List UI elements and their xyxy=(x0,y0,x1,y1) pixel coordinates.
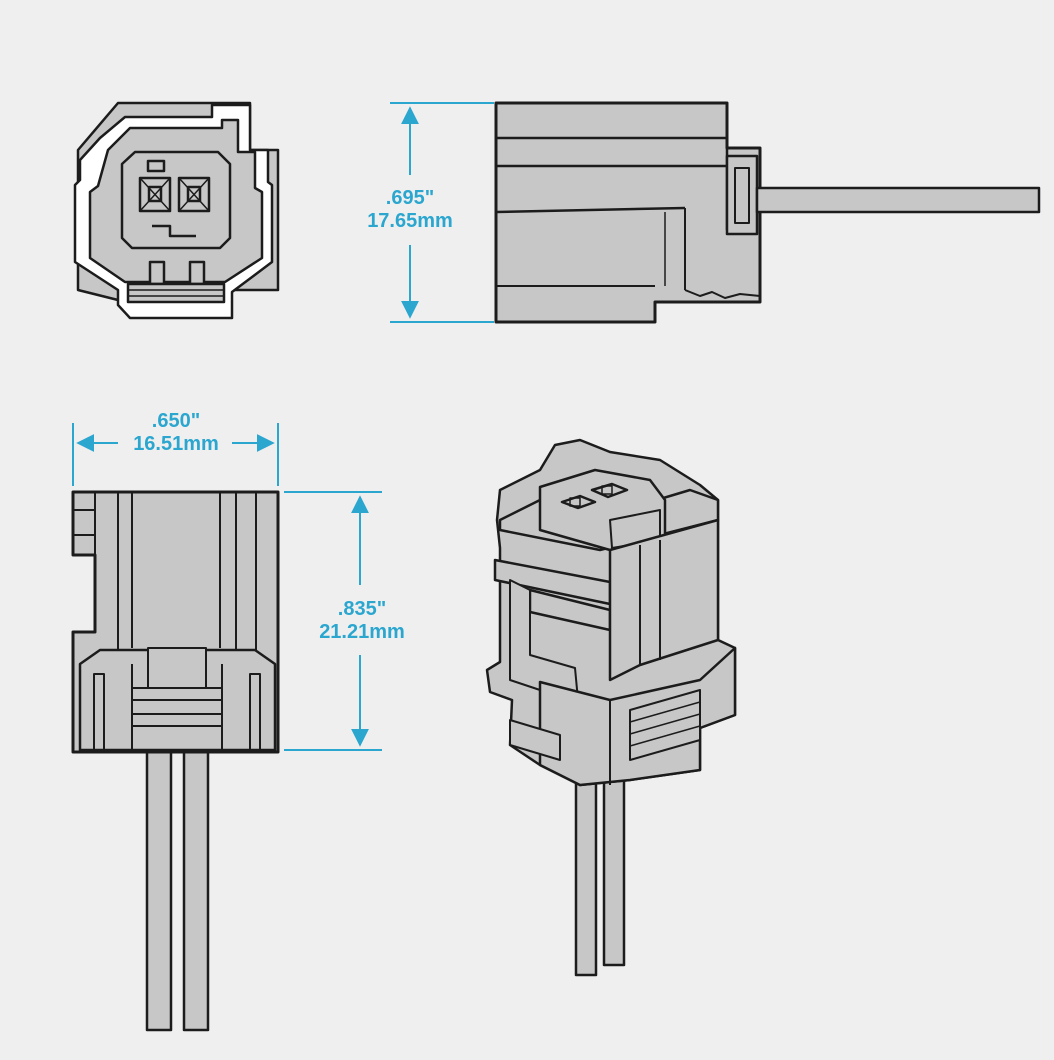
iso-view-lower-left xyxy=(509,719,561,761)
front-view-latch xyxy=(152,224,196,238)
iso-view-wire-2 xyxy=(602,758,626,967)
length-mm-label: 21.21mm xyxy=(319,621,405,643)
bottom-view-side-slot-right xyxy=(249,673,261,751)
height-inches-label: .695" xyxy=(386,187,434,209)
front-view-key xyxy=(146,159,166,173)
front-view-socket xyxy=(120,150,232,250)
dimension-height xyxy=(390,102,494,323)
iso-view-front-panel xyxy=(608,518,720,682)
side-view-body xyxy=(494,101,762,324)
width-mm-label: 16.51mm xyxy=(133,433,219,455)
front-view-lock-tab-right xyxy=(188,260,206,286)
iso-view-wire-1 xyxy=(574,768,598,977)
side-view-boot-inner xyxy=(734,167,750,224)
front-terminal-2-pin xyxy=(186,185,202,203)
height-mm-label: 17.65mm xyxy=(367,210,453,232)
iso-view xyxy=(485,438,737,977)
front-view-lock-tab-left xyxy=(148,260,166,286)
side-view-wire xyxy=(755,186,1041,214)
front-terminal-1-pin xyxy=(147,185,163,203)
dimension-length xyxy=(284,491,382,751)
front-view xyxy=(73,101,280,320)
side-view-notch xyxy=(684,289,761,299)
bottom-view-wire-2 xyxy=(182,738,210,1032)
bottom-view xyxy=(71,490,280,1032)
bottom-view-latch xyxy=(147,647,207,689)
side-view xyxy=(494,101,1041,324)
length-inches-label: .835" xyxy=(338,598,386,620)
width-inches-label: .650" xyxy=(152,410,200,432)
iso-view-inner-cavity xyxy=(509,579,579,701)
bottom-view-wire-1 xyxy=(145,738,173,1032)
dimension-width xyxy=(72,423,279,486)
front-view-base-bar xyxy=(126,282,226,304)
bottom-view-side-slot-left xyxy=(93,673,105,751)
